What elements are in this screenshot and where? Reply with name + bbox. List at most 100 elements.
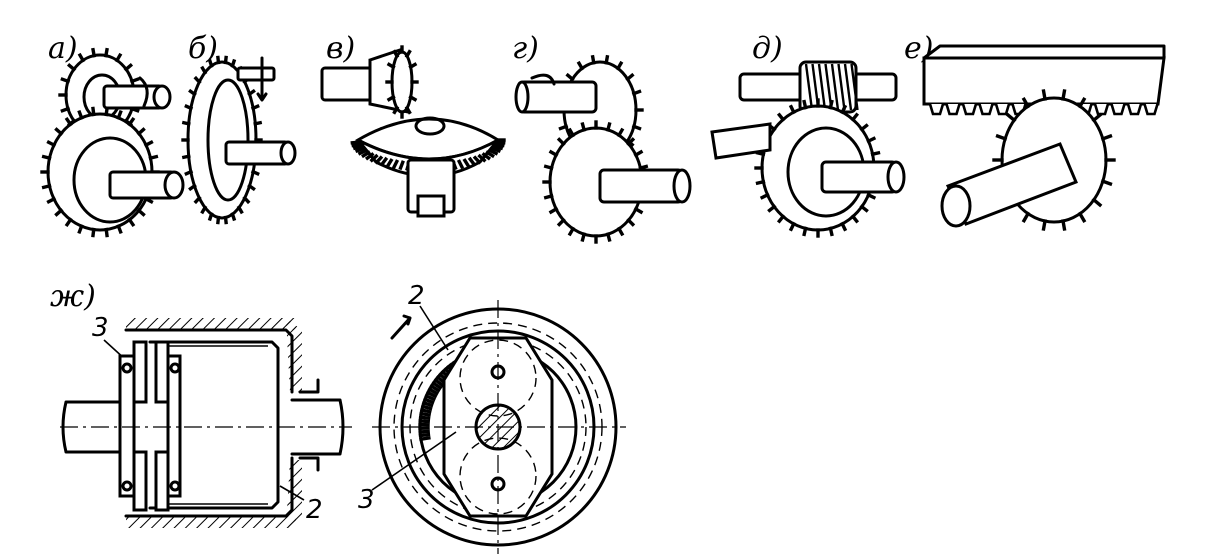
gear-tooth bbox=[633, 206, 644, 215]
gear-tooth bbox=[477, 153, 487, 163]
gear-tooth bbox=[485, 150, 495, 159]
gear-tooth bbox=[116, 224, 123, 235]
gear-tooth bbox=[369, 153, 379, 163]
gear-tooth bbox=[1100, 133, 1113, 141]
gear-tooth bbox=[91, 47, 97, 58]
gear-tooth bbox=[467, 156, 477, 167]
rotation-arrow-icon bbox=[390, 314, 412, 340]
bevel-wheel-icon bbox=[350, 116, 506, 218]
gear-tooth bbox=[223, 215, 228, 225]
gear-tooth bbox=[123, 63, 134, 72]
drum-icon bbox=[148, 340, 280, 510]
gear-tooth bbox=[580, 232, 587, 243]
gear-tooth bbox=[143, 139, 154, 148]
gear-tooth bbox=[361, 150, 371, 159]
gear-tooth bbox=[850, 214, 860, 224]
gear-tooth bbox=[136, 127, 146, 136]
gear-tooth bbox=[421, 400, 434, 408]
gear-tooth bbox=[250, 169, 260, 177]
gear-tooth bbox=[408, 94, 418, 102]
gear-tooth bbox=[481, 152, 492, 161]
gear-tooth bbox=[77, 224, 84, 235]
gear-tooth bbox=[181, 120, 191, 126]
gear-tooth bbox=[116, 109, 123, 120]
gear-tooth bbox=[1100, 179, 1113, 187]
gear-tooth bbox=[374, 155, 384, 165]
gear-tooth bbox=[425, 390, 438, 399]
gear-tooth bbox=[543, 164, 554, 171]
rotation-arrow-icon bbox=[256, 56, 268, 102]
gear-tooth bbox=[565, 72, 575, 82]
gear-tooth bbox=[418, 415, 431, 421]
gear-tooth bbox=[250, 103, 260, 111]
gear-tooth bbox=[616, 226, 625, 237]
gear-tooth bbox=[127, 217, 136, 228]
gear-tooth bbox=[236, 205, 244, 215]
gear-tooth bbox=[188, 183, 197, 192]
gear-tooth bbox=[253, 120, 263, 126]
rack-tooth bbox=[1093, 103, 1110, 116]
gear-tooth bbox=[491, 146, 502, 154]
rack-tooth bbox=[928, 103, 945, 116]
gear-tooth bbox=[433, 377, 445, 388]
gear-tooth bbox=[424, 393, 436, 402]
gear-tooth bbox=[556, 137, 566, 147]
gear-tooth bbox=[850, 112, 860, 122]
gear-tooth bbox=[495, 140, 506, 145]
gear-tooth bbox=[385, 158, 394, 168]
gear-tooth bbox=[626, 217, 636, 227]
label-g: г) bbox=[512, 31, 539, 66]
callout-2-left: 2 bbox=[306, 495, 323, 525]
gear-tooth bbox=[870, 150, 881, 157]
gear-tooth bbox=[431, 380, 443, 391]
gear-tooth bbox=[759, 192, 770, 200]
gear-tooth bbox=[242, 195, 251, 205]
gear-tooth bbox=[184, 103, 194, 111]
gear-tooth bbox=[46, 196, 57, 205]
rack-tooth bbox=[961, 103, 978, 116]
gear-tooth bbox=[493, 144, 504, 151]
gear-tooth bbox=[357, 148, 368, 156]
leader-line bbox=[371, 431, 457, 491]
gear-tooth bbox=[616, 127, 625, 138]
gear-tooth bbox=[631, 124, 642, 131]
gear-tooth bbox=[840, 104, 848, 115]
label-zh: ж) bbox=[50, 279, 96, 314]
gear-tooth bbox=[247, 88, 256, 97]
gear-tooth bbox=[114, 52, 123, 63]
gear-tooth bbox=[200, 205, 208, 215]
worm-thread bbox=[817, 63, 827, 111]
worm-thread bbox=[837, 63, 846, 111]
rotation-arrow-icon bbox=[138, 76, 149, 108]
rack-tooth bbox=[945, 103, 961, 116]
gear-tooth bbox=[866, 136, 877, 144]
gear-tooth bbox=[420, 404, 433, 411]
gear-tooth bbox=[230, 212, 237, 222]
panel-zh-front-view: 2 3 bbox=[358, 281, 626, 554]
gear-tooth bbox=[1077, 211, 1087, 223]
housing-icon bbox=[124, 318, 320, 528]
panel-zh-coupling-section: ж) 3 bbox=[50, 279, 352, 528]
gear-tooth bbox=[103, 47, 109, 58]
gear-tooth bbox=[54, 127, 64, 136]
shaft-icon bbox=[224, 66, 297, 166]
gear-tooth bbox=[802, 226, 808, 237]
gear-tooth bbox=[392, 49, 400, 59]
gear-tooth bbox=[776, 112, 786, 122]
gear-tooth bbox=[1005, 112, 1017, 123]
gear-tooth bbox=[788, 104, 796, 115]
gear-tooth bbox=[788, 221, 796, 232]
gear-tooth bbox=[216, 215, 221, 225]
gear-tooth bbox=[60, 106, 71, 113]
gear-tooth bbox=[136, 208, 146, 217]
bevel-pinion-icon bbox=[320, 45, 419, 119]
gear-tooth bbox=[580, 121, 587, 132]
gear-tooth bbox=[472, 155, 482, 165]
panel-e-rack-and-pinion: е) bbox=[904, 31, 1166, 231]
panel-g-helical-gears: г) bbox=[512, 31, 692, 244]
gear-tooth bbox=[418, 419, 431, 424]
gear-tooth bbox=[548, 206, 559, 215]
gear-tooth bbox=[604, 54, 610, 65]
gear-tooth bbox=[418, 432, 431, 438]
gear-tooth bbox=[494, 142, 505, 148]
